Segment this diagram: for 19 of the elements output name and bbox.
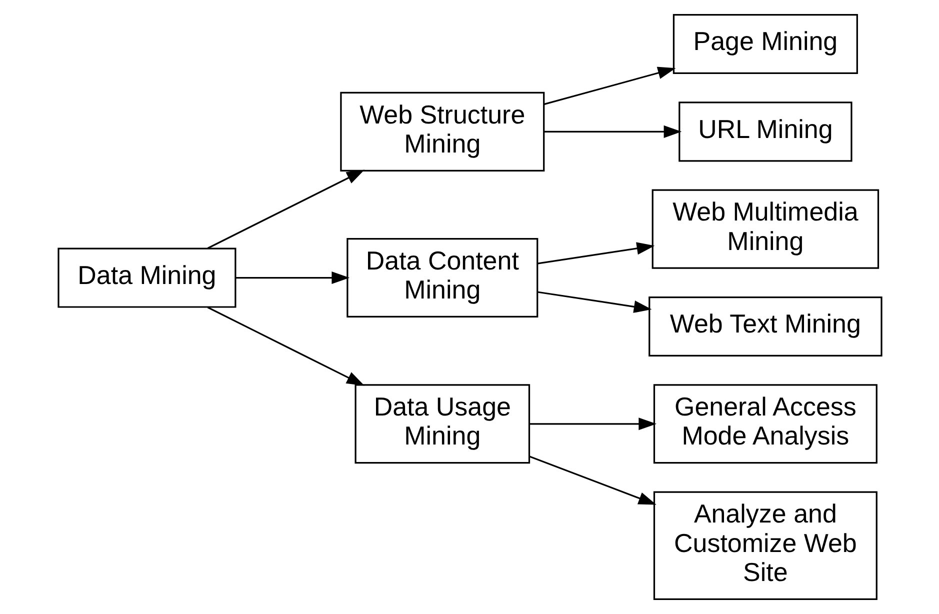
node-box: Page Mining	[672, 14, 858, 74]
arrow	[206, 170, 364, 249]
arrow	[536, 242, 654, 264]
node-box: Data Usage Mining	[354, 384, 530, 464]
node-box: General Access Mode Analysis	[652, 384, 877, 464]
arrow	[536, 291, 652, 313]
node-box: Web Multimedia Mining	[651, 189, 879, 269]
arrow	[528, 418, 656, 430]
node-box: URL Mining	[678, 102, 852, 162]
arrow	[543, 66, 676, 106]
node-box: Data Content Mining	[346, 238, 538, 318]
arrow	[206, 306, 364, 386]
arrow	[234, 272, 350, 284]
arrow	[543, 125, 682, 138]
node-box: Web Text Mining	[648, 296, 882, 357]
node-box: Analyze and Customize Web Site	[652, 491, 877, 600]
node-box: Data Mining	[57, 248, 236, 308]
node-box: Web Structure Mining	[340, 92, 544, 172]
arrow	[528, 456, 656, 505]
